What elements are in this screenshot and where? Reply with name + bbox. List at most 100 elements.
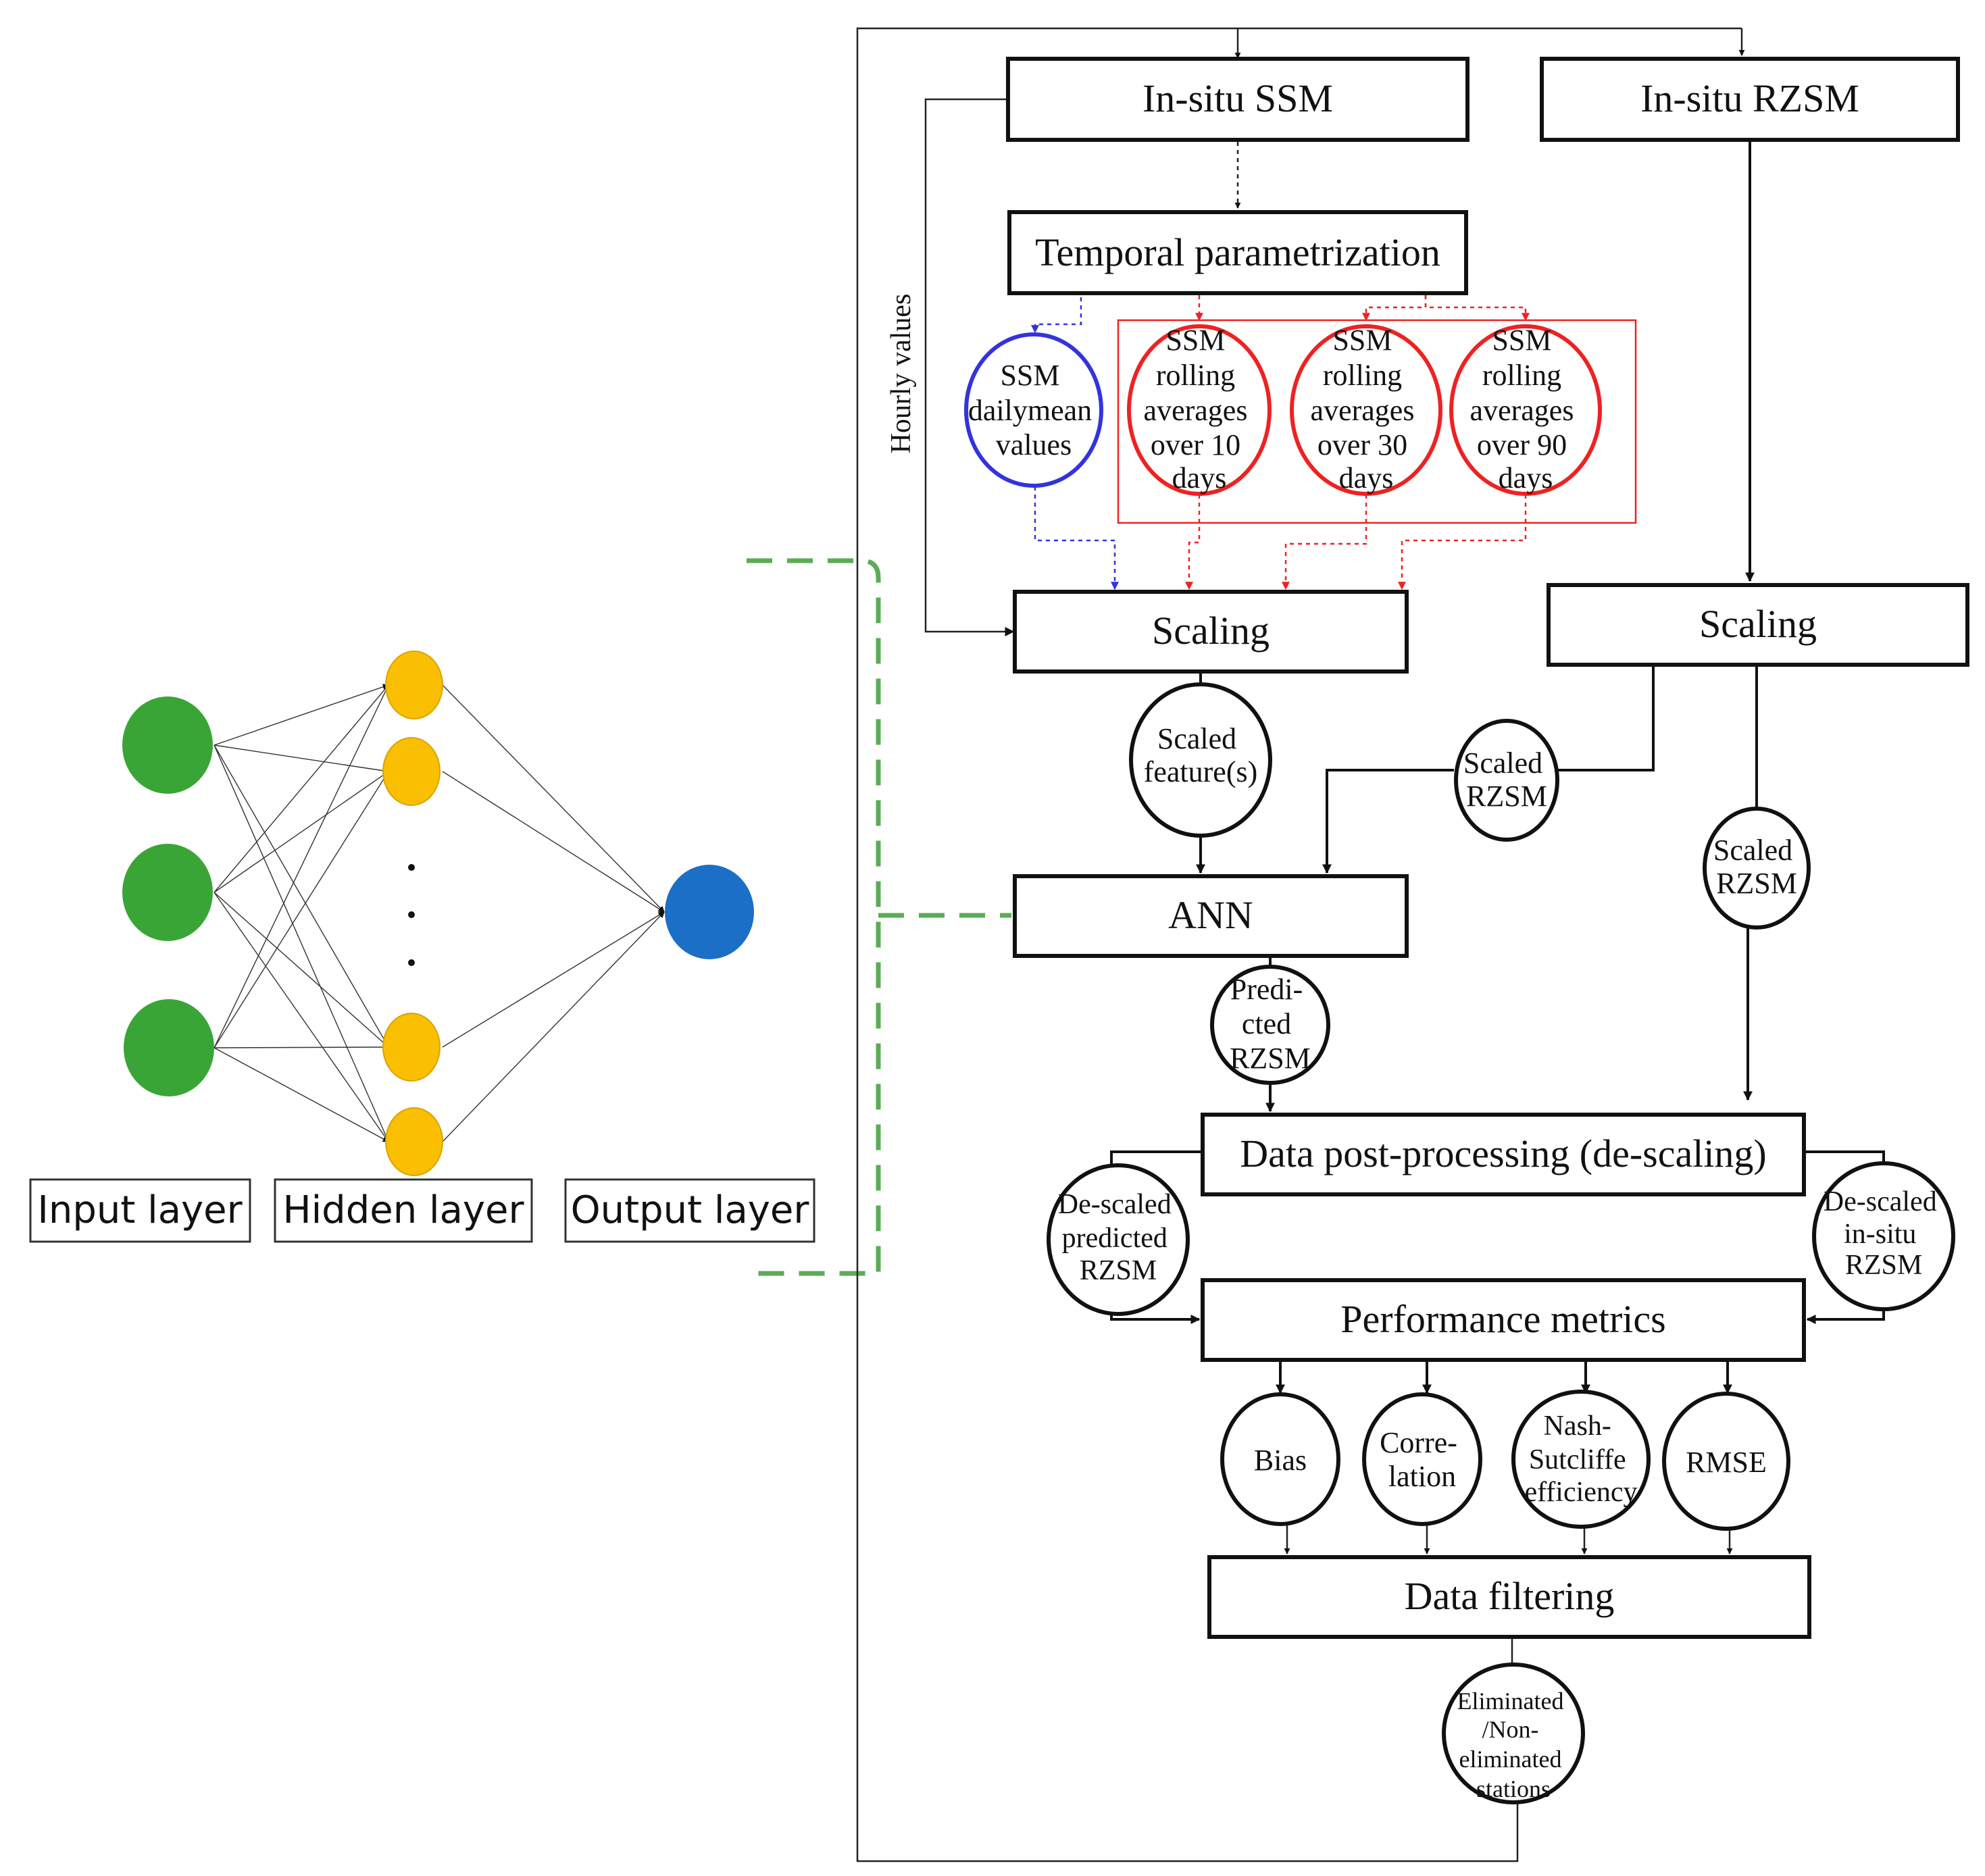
descaled-predicted-node (1047, 1163, 1190, 1316)
insitu-rzsm-label: In-situ RZSM (1640, 76, 1859, 120)
ellipsis-dot (408, 959, 415, 966)
scaled-rzsm-mid-node (1454, 719, 1559, 842)
hourly-values-label: Hourly values (886, 294, 917, 454)
hidden-node (385, 1107, 443, 1176)
input-node (122, 844, 213, 941)
hidden-layer-box (274, 1178, 533, 1243)
rolling-30-line: days (1339, 461, 1394, 495)
input-layer-box (29, 1178, 251, 1243)
descaled-predicted-line: De-scaled (1058, 1189, 1172, 1220)
svg-text:Bias: Bias (1254, 1444, 1307, 1477)
data-filtering-box (1207, 1555, 1811, 1639)
ellipsis-dot (408, 911, 415, 918)
scaling-right-label: Scaling (1699, 602, 1817, 646)
svg-text:SSM rolling averag: SSM rolling averages over 90 days (1470, 324, 1582, 495)
ann-box (1013, 874, 1409, 958)
svg-text:SSM rolling averag: SSM rolling averages over 30 days (1311, 324, 1422, 495)
eliminated-line: stations (1476, 1775, 1551, 1802)
ellipsis-dot (408, 864, 415, 871)
scaling-right-box (1547, 583, 1969, 667)
rolling-90-line: rolling (1482, 359, 1561, 392)
predicted-rzsm-line: RZSM (1230, 1042, 1311, 1075)
insitu-ssm-box (1006, 57, 1469, 142)
svg-text:SSM dailymean valu: SSM dailymean values (968, 359, 1099, 461)
input-node (124, 999, 214, 1096)
predicted-rzsm-line: cted (1242, 1007, 1291, 1040)
rolling-10-line: averages (1144, 394, 1248, 427)
insitu-rzsm-box (1540, 57, 1960, 142)
descaled-predicted-line: RZSM (1080, 1255, 1157, 1286)
bias-node (1220, 1392, 1340, 1526)
rolling-30-line: SSM (1332, 324, 1392, 357)
descaled-predicted-line: predicted (1062, 1223, 1167, 1254)
scaling-left-label: Scaling (1152, 609, 1270, 653)
scaled-rzsm-right-node (1703, 807, 1811, 930)
svg-text:Eliminated /Non- e: Eliminated /Non- eliminated stations (1457, 1688, 1570, 1802)
descaled-insitu-line: RZSM (1845, 1250, 1922, 1281)
svg-text:De-scaled in-situ: De-scaled in-situ RZSM (1824, 1186, 1944, 1281)
descaled-insitu-line: De-scaled (1824, 1186, 1937, 1217)
nn-connections (213, 684, 665, 1142)
rolling-90-line: averages (1470, 394, 1574, 427)
post-processing-label: Data post-processing (de-scaling) (1240, 1132, 1767, 1175)
rolling-30-node (1290, 324, 1442, 496)
flowchart: Hourly values In-situ SSM In-situ RZSM T… (856, 27, 1969, 1862)
temporal-parametrization-box (1007, 210, 1468, 295)
scaled-features-line: Scaled (1157, 722, 1236, 755)
eliminated-line: Eliminated (1457, 1688, 1564, 1715)
input-node (122, 696, 213, 794)
performance-metrics-label: Performance metrics (1340, 1297, 1666, 1341)
svg-text:De-scaled predicted: De-scaled predicted RZSM (1058, 1189, 1178, 1286)
performance-metrics-box (1201, 1278, 1806, 1362)
predicted-rzsm-line: Predi- (1230, 973, 1303, 1006)
svg-text:RMSE: RMSE (1686, 1446, 1767, 1479)
output-layer-label: Output layer (571, 1188, 810, 1232)
nse-line: efficiency (1524, 1477, 1637, 1508)
nse-line: Nash- (1544, 1411, 1611, 1442)
bias-label: Bias (1254, 1444, 1307, 1477)
loop-line (856, 27, 1742, 1862)
correlation-node (1362, 1392, 1482, 1526)
scaled-rzsm-mid-line: Scaled (1463, 746, 1542, 780)
scaled-rzsm-right-line: Scaled (1713, 834, 1792, 867)
temporal-parametrization-label: Temporal parametrization (1035, 230, 1440, 274)
scaled-rzsm-right-line: RZSM (1716, 867, 1797, 900)
zoom-bracket (747, 558, 1011, 1276)
insitu-ssm-label: In-situ SSM (1142, 76, 1333, 120)
output-layer-box (564, 1178, 815, 1243)
correlation-line: Corre- (1380, 1426, 1457, 1459)
eliminated-line: eliminated (1459, 1746, 1562, 1773)
output-node (665, 865, 754, 959)
rolling-90-line: over 90 (1477, 428, 1567, 461)
ssm-dailymean-line: values (996, 428, 1072, 461)
rolling-30-line: over 30 (1317, 428, 1407, 461)
correlation-line: lation (1388, 1460, 1456, 1493)
rolling-90-line: SSM (1492, 324, 1551, 357)
svg-text:Corre- lation: Corre- lation (1380, 1426, 1465, 1493)
svg-text:Predi- cted RZSM: Predi- cted RZSM (1230, 973, 1311, 1075)
rmse-label: RMSE (1686, 1446, 1767, 1479)
rolling-90-line: days (1499, 461, 1553, 495)
rolling-averages-group (1117, 319, 1637, 524)
rolling-10-line: rolling (1156, 359, 1235, 392)
rmse-node (1662, 1392, 1790, 1531)
hidden-node (385, 651, 443, 719)
ann-label: ANN (1168, 893, 1253, 937)
rolling-10-line: over 10 (1151, 428, 1240, 461)
scaled-features-line: feature(s) (1144, 755, 1258, 788)
nse-node (1511, 1390, 1651, 1529)
hidden-layer-label: Hidden layer (283, 1188, 525, 1232)
post-processing-box (1201, 1113, 1806, 1196)
scaling-left-box (1013, 590, 1409, 674)
ssm-dailymean-line: dailymean (968, 394, 1092, 427)
rolling-30-line: rolling (1323, 359, 1402, 392)
svg-text:Scaled RZSM: Scaled RZSM (1713, 834, 1800, 900)
ssm-dailymean-node (964, 332, 1103, 488)
rolling-10-line: days (1172, 461, 1227, 495)
nse-line: Sutcliffe (1529, 1444, 1626, 1475)
svg-text:Nash- Sutcliffe ef: Nash- Sutcliffe efficiency (1524, 1411, 1637, 1508)
input-layer-label: Input layer (37, 1188, 243, 1232)
descaled-insitu-line: in-situ (1844, 1219, 1916, 1250)
hidden-node (382, 1013, 441, 1082)
